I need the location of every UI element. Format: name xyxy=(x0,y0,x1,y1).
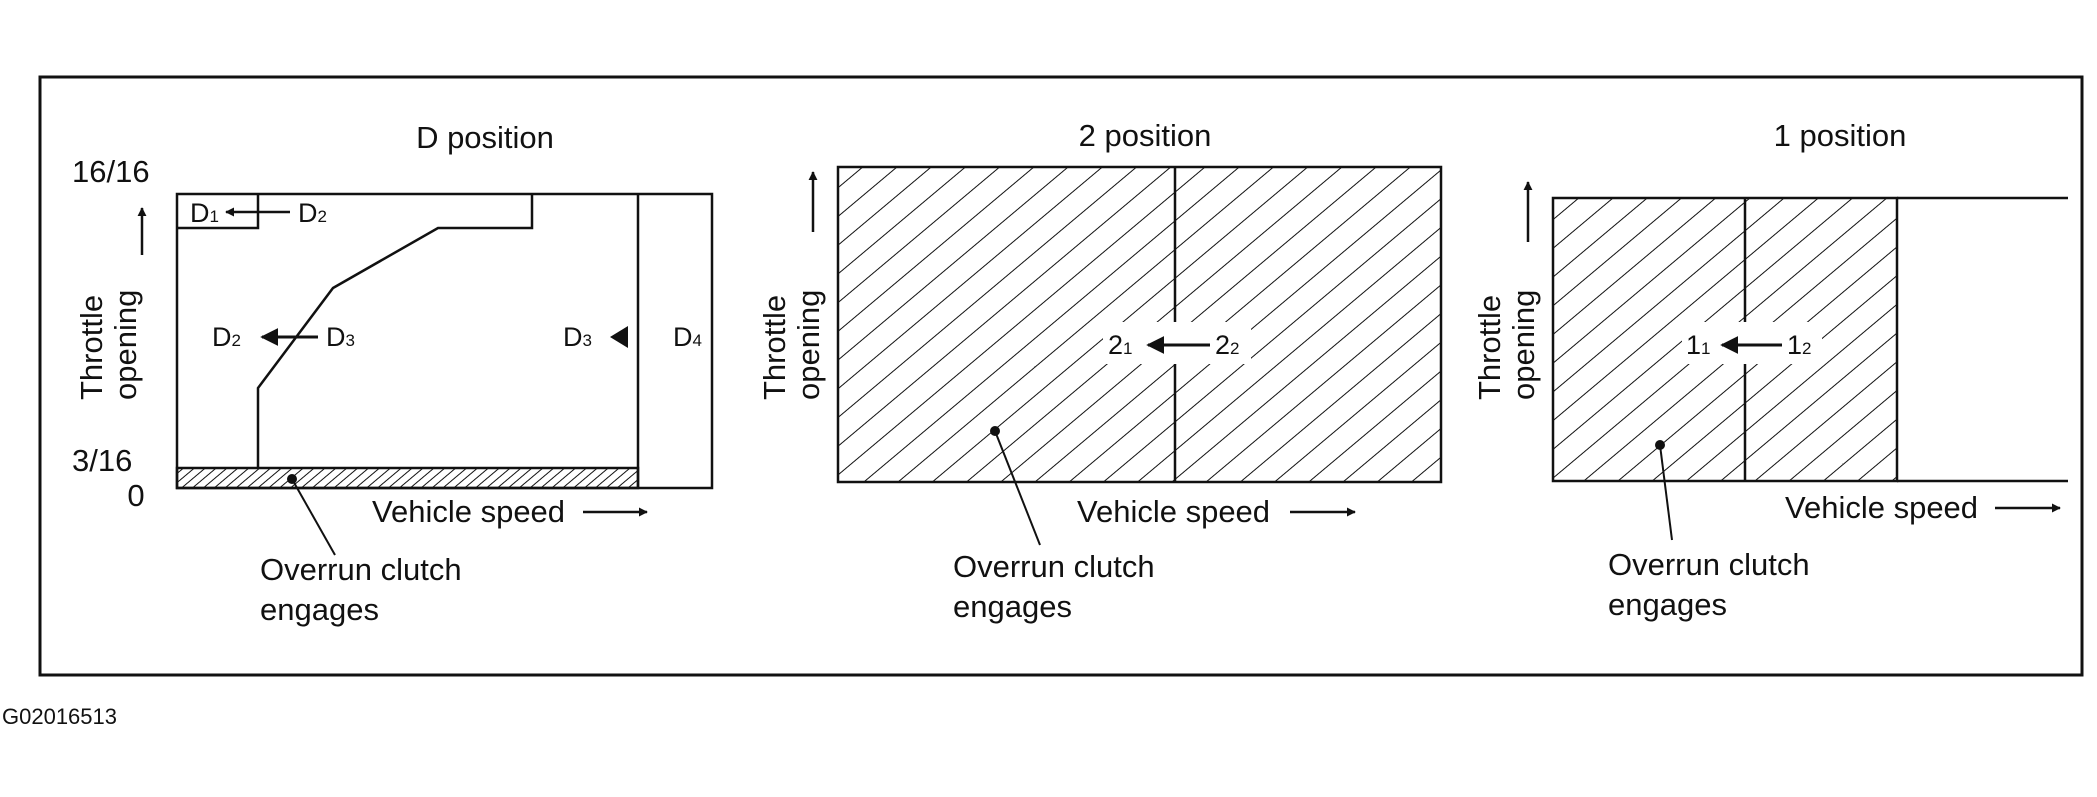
label-1-2: 12 xyxy=(1787,330,1812,360)
label-1-1: 11 xyxy=(1686,330,1711,360)
svg-text:opening: opening xyxy=(791,290,826,400)
label-bg xyxy=(1682,322,1822,364)
panel-title: D position xyxy=(416,120,554,155)
y-tick-zero: 0 xyxy=(127,478,144,513)
label-d3: D3 xyxy=(326,322,355,352)
y-axis-label: Throttle opening xyxy=(1472,290,1541,400)
y-axis-label: Throttle opening xyxy=(757,290,826,400)
panel-1-position: 1 position Throttle opening 11 12 Vehicl… xyxy=(1472,118,2068,622)
label-2-1: 21 xyxy=(1108,330,1133,360)
callout-line2: engages xyxy=(260,592,379,627)
callout-leader xyxy=(994,430,1041,546)
svg-text:Throttle: Throttle xyxy=(1472,295,1507,400)
callout-line2: engages xyxy=(953,589,1072,624)
callout-leader xyxy=(1659,444,1673,541)
svg-text:opening: opening xyxy=(108,290,143,400)
svg-text:Throttle: Throttle xyxy=(757,295,792,400)
label-d3-right: D3 xyxy=(563,322,592,352)
x-axis-label: Vehicle speed xyxy=(1785,490,1978,525)
panel-title: 1 position xyxy=(1774,118,1907,153)
y-tick-top: 16/16 xyxy=(72,154,150,189)
x-axis-label: Vehicle speed xyxy=(372,494,565,529)
callout-line2: engages xyxy=(1608,587,1727,622)
callout-line1: Overrun clutch xyxy=(260,552,462,587)
x-axis-label: Vehicle speed xyxy=(1077,494,1270,529)
panel-2-position: 2 position Throttle opening 21 22 Vehicl… xyxy=(757,118,1443,624)
panel-title: 2 position xyxy=(1079,118,1212,153)
label-d1: D1 xyxy=(190,198,219,228)
overrun-band xyxy=(175,466,640,490)
panel-d-position: D position 16/16 3/16 0 Throttle opening… xyxy=(72,120,714,627)
figure-id: G02016513 xyxy=(2,704,117,729)
callout-leader xyxy=(291,478,336,556)
label-d2: D2 xyxy=(212,322,241,352)
label-d4: D4 xyxy=(673,322,702,352)
label-d2-top: D2 xyxy=(298,198,327,228)
y-axis-label: Throttle opening xyxy=(74,290,143,400)
svg-text:Throttle: Throttle xyxy=(74,295,109,400)
y-tick-mid: 3/16 xyxy=(72,443,132,478)
chart-box xyxy=(175,192,714,490)
callout-line1: Overrun clutch xyxy=(953,549,1155,584)
outer-frame xyxy=(38,75,2084,677)
label-2-2: 22 xyxy=(1215,330,1240,360)
d2-d3-boundary xyxy=(256,194,534,468)
callout-line1: Overrun clutch xyxy=(1608,547,1810,582)
arrow-d4-to-d3 xyxy=(610,326,628,348)
svg-text:opening: opening xyxy=(1506,290,1541,400)
d1-zone-box xyxy=(177,194,260,230)
label-bg xyxy=(1103,322,1251,364)
